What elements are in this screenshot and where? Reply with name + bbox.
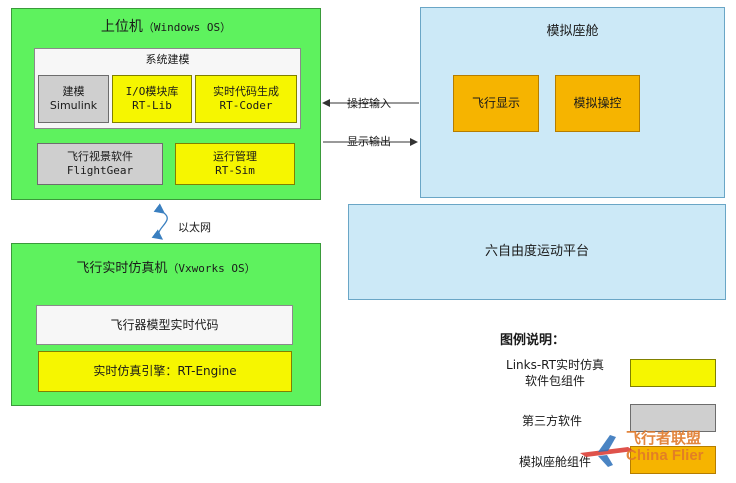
flightgear-sub: FlightGear (66, 164, 134, 177)
rt-lib-box: I/O模块库 RT-Lib (112, 75, 192, 123)
rt-lib-sub: RT-Lib (132, 99, 172, 112)
legend-swatch-cockpit (630, 446, 716, 474)
simulink-sub: Simulink (49, 99, 98, 112)
cockpit-title: 模拟座舱 (546, 24, 599, 39)
rt-simulator-os: （Vxworks OS） (167, 262, 256, 275)
host-title: 上位机 (100, 19, 143, 35)
rt-coder-sub: RT-Coder (219, 99, 273, 112)
legend-label-links-rt: Links-RT实时仿真软件包组件 (506, 358, 604, 388)
watermark-cn: 飞行者联盟 (626, 429, 702, 447)
motion-platform-label: 六自由度运动平台 (484, 243, 589, 259)
output-label: 显示输出 (347, 135, 391, 148)
host-os: （Windows OS） (142, 21, 232, 34)
legend-swatch-third-party (630, 404, 716, 432)
simulink-name: 建模 (62, 85, 85, 99)
ethernet-label: 以太网 (178, 221, 211, 234)
simulink-box: 建模 Simulink (38, 75, 109, 123)
model-code-label: 飞行器模型实时代码 (110, 317, 219, 332)
flight-display-label: 飞行显示 (471, 96, 520, 110)
flight-display-box: 飞行显示 (453, 75, 539, 132)
rt-engine-label: 实时仿真引擎：RT-Engine (93, 364, 237, 378)
rt-coder-box: 实时代码生成 RT-Coder (195, 75, 297, 123)
rt-coder-name: 实时代码生成 (213, 85, 279, 99)
plane-icon (580, 435, 634, 467)
legend-label-cockpit: 模拟座舱组件 (519, 455, 592, 469)
watermark-en: China Flier (626, 447, 704, 464)
flightgear-box: 飞行视景软件 FlightGear (37, 143, 163, 185)
rt-lib-name: I/O模块库 (125, 85, 179, 99)
model-code-box: 飞行器模型实时代码 (36, 305, 293, 345)
sim-control-box: 模拟操控 (555, 75, 640, 132)
ethernet-arrow (151, 203, 168, 240)
legend-swatch-links-rt (630, 359, 716, 387)
rt-sim-sub: RT-Sim (215, 164, 255, 177)
input-label: 操控输入 (347, 97, 391, 110)
rt-engine-box: 实时仿真引擎：RT-Engine (38, 351, 292, 392)
rt-sim-name: 运行管理 (213, 150, 257, 164)
legend-title: 图例说明： (500, 333, 566, 348)
flightgear-name: 飞行视景软件 (67, 150, 133, 164)
watermark-logo: 飞行者联盟 China Flier (576, 425, 736, 475)
legend-label-third-party: 第三方软件 (522, 414, 583, 428)
rt-simulator-title: 飞行实时仿真机 (76, 261, 168, 276)
motion-platform-box: 六自由度运动平台 (348, 204, 726, 300)
rt-sim-box: 运行管理 RT-Sim (175, 143, 295, 185)
system-modeling-title: 系统建模 (145, 53, 190, 66)
sim-control-label: 模拟操控 (573, 96, 622, 110)
